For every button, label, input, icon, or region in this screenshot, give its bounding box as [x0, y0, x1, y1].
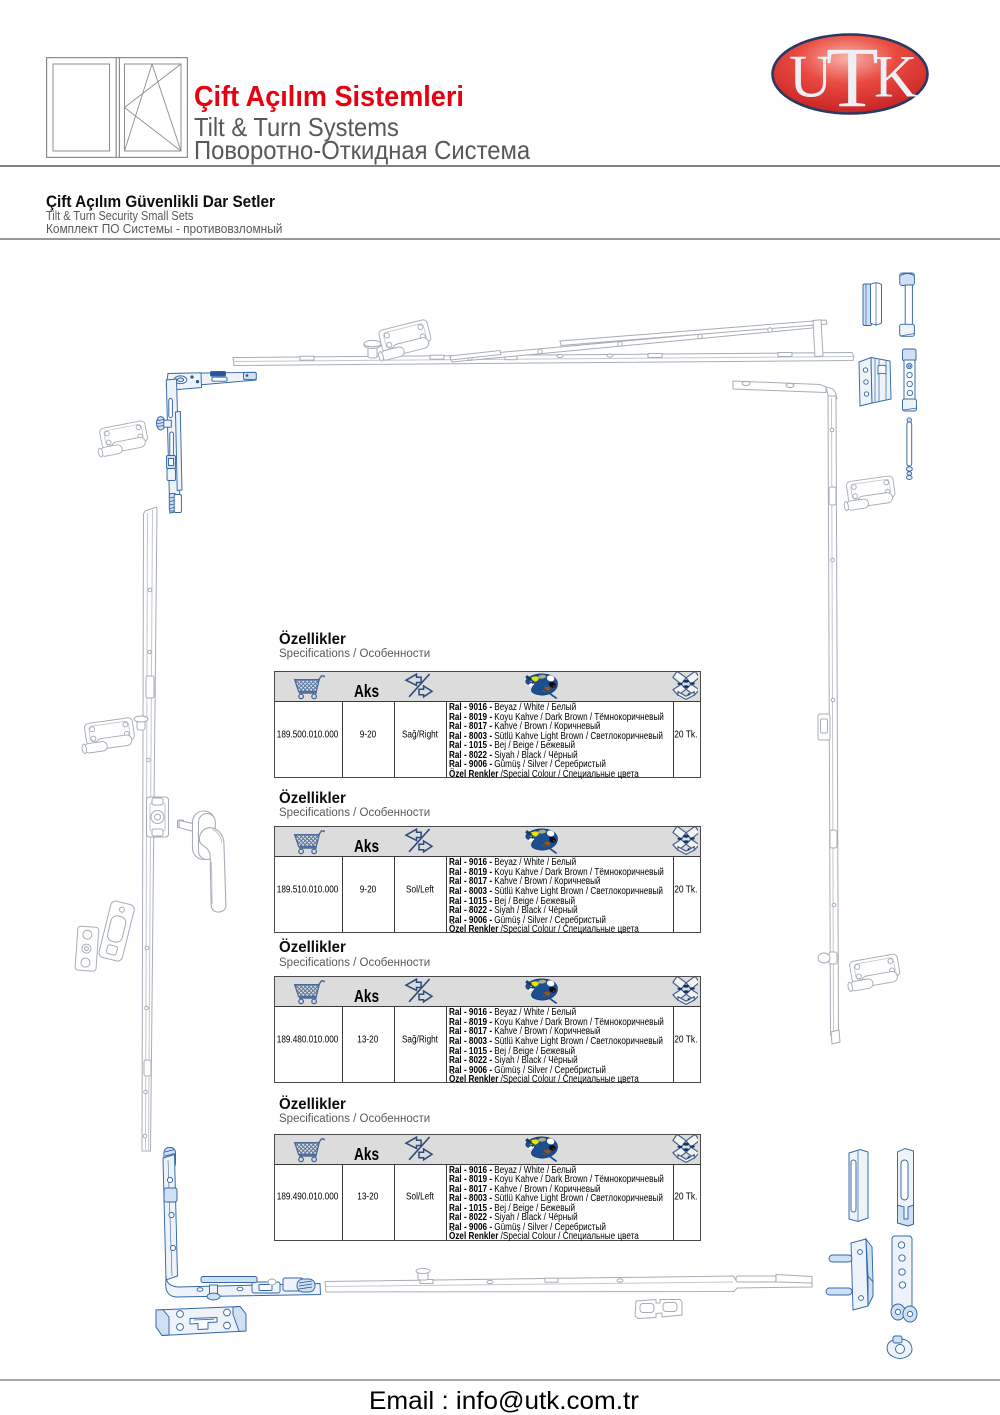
svg-text:K: K: [874, 44, 917, 110]
svg-text:U: U: [789, 44, 832, 110]
svg-text:T: T: [826, 33, 879, 117]
